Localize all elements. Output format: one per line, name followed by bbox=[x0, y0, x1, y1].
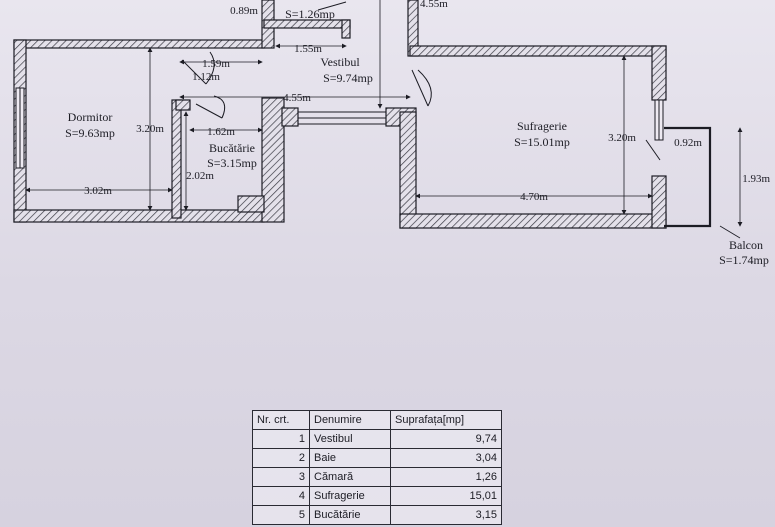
dim-4-70: 4.70m bbox=[520, 191, 548, 203]
row-area: 1,26 bbox=[390, 467, 502, 487]
row-nr: 4 bbox=[252, 486, 310, 506]
camara-area: S=1.26mp bbox=[285, 7, 335, 21]
bucatarie-name: Bucătărie bbox=[209, 141, 255, 155]
row-area: 3,15 bbox=[390, 505, 502, 525]
bucatarie-area: S=3.15mp bbox=[207, 156, 257, 170]
dim-1-55: 1.55m bbox=[294, 43, 322, 55]
sufragerie-window bbox=[654, 99, 664, 141]
dim-3-20-dormitor: 3.20m bbox=[136, 123, 164, 135]
dim-3-02: 3.02m bbox=[84, 185, 112, 197]
dim-3-20-sufragerie: 3.20m bbox=[608, 132, 636, 144]
dim-1-12: 1.12m bbox=[192, 71, 220, 83]
room-area-table: Nr. crt. Denumire Suprafața[mp] 1 Vestib… bbox=[252, 410, 502, 525]
row-name: Baie bbox=[309, 448, 391, 468]
row-nr: 2 bbox=[252, 448, 310, 468]
dim-2-02: 2.02m bbox=[186, 170, 214, 182]
row-area: 9,74 bbox=[390, 429, 502, 449]
dim-0-92: 0.92m bbox=[674, 137, 702, 149]
dimension-lines bbox=[25, 0, 743, 239]
table-row: 1 Vestibul 9,74 bbox=[252, 429, 502, 449]
row-nr: 1 bbox=[252, 429, 310, 449]
row-name: Cămară bbox=[309, 467, 391, 487]
dim-1-93: 1.93m bbox=[742, 173, 770, 185]
bucatarie-walls bbox=[175, 97, 285, 223]
dim-0-89: 0.89m bbox=[230, 5, 258, 17]
vestibul-name: Vestibul bbox=[320, 55, 360, 69]
header-denumire: Denumire bbox=[309, 410, 391, 430]
row-name: Sufragerie bbox=[309, 486, 391, 506]
dormitor-area: S=9.63mp bbox=[65, 126, 115, 140]
row-name: Vestibul bbox=[309, 429, 391, 449]
dim-4-55-top: 4.55m bbox=[420, 0, 448, 10]
door-swings bbox=[181, 1, 661, 161]
dormitor-window bbox=[15, 87, 25, 169]
balcon-outline bbox=[664, 126, 712, 228]
dormitor-name: Dormitor bbox=[68, 110, 113, 124]
table-row: 3 Cămară 1,26 bbox=[252, 467, 502, 487]
dim-1-62: 1.62m bbox=[207, 126, 235, 138]
header-nr: Nr. crt. bbox=[252, 410, 310, 430]
dim-1-59: 1.59m bbox=[202, 58, 230, 70]
row-nr: 5 bbox=[252, 505, 310, 525]
sufragerie-walls bbox=[399, 45, 667, 229]
vestibul-opening bbox=[298, 111, 386, 125]
vestibul-area: S=9.74mp bbox=[323, 71, 373, 85]
table-row: 5 Bucătărie 3,15 bbox=[252, 505, 502, 525]
row-area: 3,04 bbox=[390, 448, 502, 468]
row-nr: 3 bbox=[252, 467, 310, 487]
sufragerie-area: S=15.01mp bbox=[514, 135, 570, 149]
table-row: 4 Sufragerie 15,01 bbox=[252, 486, 502, 506]
table-row: 2 Baie 3,04 bbox=[252, 448, 502, 468]
dim-4-55: 4.55m bbox=[283, 92, 311, 104]
row-area: 15,01 bbox=[390, 486, 502, 506]
row-name: Bucătărie bbox=[309, 505, 391, 525]
balcon-name: Balcon bbox=[729, 238, 763, 252]
header-suprafata: Suprafața[mp] bbox=[390, 410, 502, 430]
dormitor-walls bbox=[13, 39, 265, 223]
balcon-area: S=1.74mp bbox=[719, 253, 769, 267]
sufragerie-name: Sufragerie bbox=[517, 119, 567, 133]
table-header-row: Nr. crt. Denumire Suprafața[mp] bbox=[252, 410, 502, 430]
